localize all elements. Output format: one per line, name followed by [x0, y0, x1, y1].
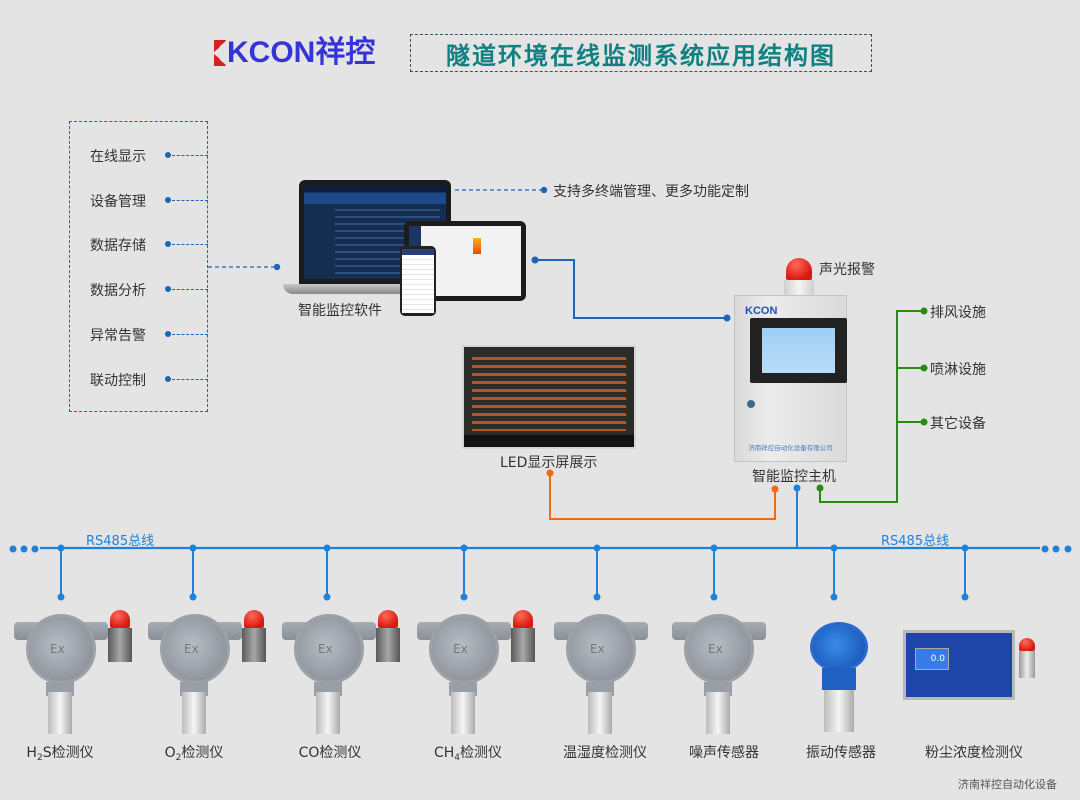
bus-junction-dot	[961, 544, 969, 552]
bus-junction-dot	[323, 544, 331, 552]
function-dot	[165, 241, 171, 247]
temp-humidity-detector-image: Ex	[552, 600, 672, 745]
brand-name: KCON祥控	[227, 36, 376, 69]
co-detector-image: Ex	[280, 600, 400, 745]
bus-ellipsis-right-3	[1064, 545, 1072, 553]
bus-junction-dot	[189, 544, 197, 552]
h2s-detector-image: Ex	[12, 600, 132, 745]
function-dot	[165, 286, 171, 292]
bus-junction-dot	[57, 544, 65, 552]
led-display-image	[462, 345, 636, 449]
sensor-port-dot	[460, 593, 468, 601]
host-logo: KCON	[745, 305, 778, 317]
alarm-label: 声光报警	[819, 262, 875, 278]
output-dot-1	[920, 307, 928, 315]
host-touchscreen	[750, 318, 847, 383]
sensor-label: 粉尘浓度检测仪	[925, 745, 1023, 761]
led-to-host-line	[549, 473, 776, 520]
function-item: 数据存储	[90, 238, 146, 254]
sensor-label: CO检测仪	[298, 745, 362, 761]
led-port-dot	[546, 469, 554, 477]
bus-junction-dot	[460, 544, 468, 552]
function-item: 设备管理	[90, 194, 146, 210]
ch4-detector-image: Ex	[415, 600, 535, 745]
sensor-port-dot	[57, 593, 65, 601]
footer-company: 济南祥控自动化设备	[958, 778, 1057, 791]
software-label: 智能监控软件	[298, 303, 382, 319]
function-dot	[165, 376, 171, 382]
diagram-title: 隧道环境在线监测系统应用结构图	[446, 41, 836, 70]
host-company: 济南祥控自动化设备有限公司	[748, 444, 833, 452]
bus-ellipsis-right-2	[1052, 545, 1060, 553]
function-item: 数据分析	[90, 283, 146, 299]
key-lock-icon	[747, 400, 755, 408]
bus-junction-dot	[710, 544, 718, 552]
output-sprinkler: 喷淋设施	[930, 362, 986, 378]
alarm-beacon-icon	[784, 258, 814, 295]
diagram-title-box: 隧道环境在线监测系统应用结构图	[410, 34, 872, 72]
output-dot-2	[920, 364, 928, 372]
host-orange-dot	[771, 485, 779, 493]
bus-label-left: RS485总线	[86, 534, 155, 549]
sensor-port-dot	[593, 593, 601, 601]
function-item: 在线显示	[90, 149, 146, 165]
host-blue-dot	[793, 484, 801, 492]
bus-ellipsis-left-2	[20, 545, 28, 553]
software-to-host-line	[535, 259, 727, 319]
o2-detector-image: Ex	[146, 600, 266, 745]
sensor-label: O2检测仪	[164, 745, 224, 763]
output-dot-3	[920, 418, 928, 426]
sensor-port-dot	[710, 593, 718, 601]
bus-ellipsis-left-1	[9, 545, 17, 553]
function-connector	[172, 200, 208, 201]
sensor-port-dot	[961, 593, 969, 601]
function-dot	[165, 197, 171, 203]
sensor-label: H2S检测仪	[26, 745, 94, 763]
sensor-label: CH4检测仪	[433, 745, 503, 763]
sensor-port-dot	[189, 593, 197, 601]
software-port-dot	[531, 256, 539, 264]
function-dot	[165, 331, 171, 337]
sensor-label: 温湿度检测仪	[563, 745, 647, 761]
function-connector	[172, 155, 208, 156]
host-cabinet-image: KCON 济南祥控自动化设备有限公司	[734, 295, 847, 462]
bus-drops	[57, 544, 969, 601]
host-port-dot	[723, 314, 731, 322]
bus-ellipsis-right-1	[1041, 545, 1049, 553]
sensor-port-dot	[830, 593, 838, 601]
dust-detector-image: 0.0	[885, 612, 1035, 712]
function-item: 联动控制	[90, 373, 146, 389]
function-connector	[172, 334, 208, 335]
sensor-port-dot	[323, 593, 331, 601]
function-dot	[165, 152, 171, 158]
brand-x-icon	[214, 40, 226, 66]
function-connector	[172, 289, 208, 290]
function-connector	[172, 244, 208, 245]
software-note-dot	[540, 186, 548, 194]
software-note: 支持多终端管理、更多功能定制	[553, 184, 749, 200]
function-item: 异常告警	[90, 328, 146, 344]
bus-ellipsis-left-3	[31, 545, 39, 553]
noise-sensor-image: Ex	[670, 600, 790, 745]
led-label: LED显示屏展示	[500, 455, 598, 471]
bus-junction-dot	[830, 544, 838, 552]
output-other: 其它设备	[930, 416, 986, 432]
host-green-dot	[816, 484, 824, 492]
function-list-box	[69, 121, 208, 412]
dust-lcd-value: 0.0	[915, 648, 949, 670]
function-connector	[172, 379, 208, 380]
phone-image	[400, 246, 436, 316]
bus-junction-dot	[593, 544, 601, 552]
vibration-sensor-image	[790, 600, 910, 745]
func-to-software-dot	[273, 263, 281, 271]
sensor-label: 振动传感器	[806, 745, 876, 761]
output-tree-line	[819, 310, 922, 503]
sensor-label: 噪声传感器	[689, 745, 759, 761]
host-label: 智能监控主机	[752, 469, 836, 485]
bus-label-right: RS485总线	[881, 534, 950, 549]
output-exhaust: 排风设施	[930, 305, 986, 321]
brand-logo: KCON祥控	[214, 36, 375, 70]
